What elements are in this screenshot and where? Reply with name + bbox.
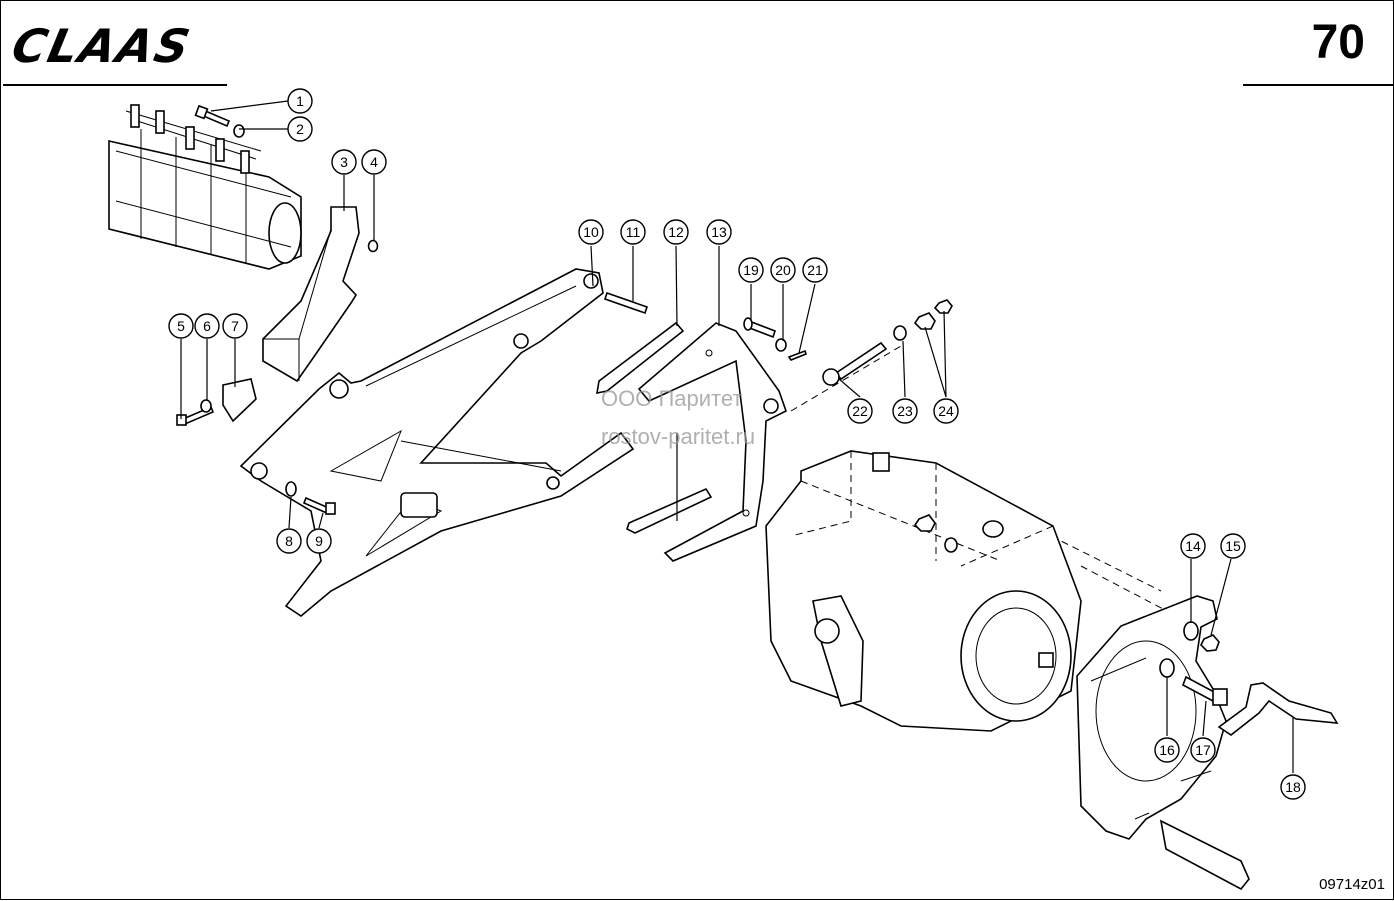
threaded-stud-icon: [603, 291, 649, 315]
svg-text:21: 21: [807, 262, 823, 278]
callout-12: 12: [663, 219, 689, 245]
callout-21: 21: [802, 257, 828, 283]
bolt-icon: [302, 496, 336, 516]
svg-text:4: 4: [370, 154, 378, 170]
callout-14: 14: [1180, 533, 1206, 559]
lever-icon: [1217, 682, 1339, 736]
washer-icon: [285, 481, 297, 497]
callout-23: 23: [892, 398, 918, 424]
pin-icon: [743, 317, 777, 339]
bolt-icon: [1182, 675, 1228, 706]
svg-text:9: 9: [315, 533, 323, 549]
svg-text:14: 14: [1185, 538, 1201, 554]
eye-bolt-icon: [822, 341, 888, 386]
callout-13: 13: [706, 219, 732, 245]
svg-text:13: 13: [711, 224, 727, 240]
svg-text:24: 24: [938, 403, 954, 419]
callout-1: 1: [287, 88, 313, 114]
svg-text:18: 18: [1285, 779, 1301, 795]
callout-10: 10: [578, 219, 604, 245]
svg-text:6: 6: [203, 318, 211, 334]
svg-text:8: 8: [285, 533, 293, 549]
callout-19: 19: [738, 257, 764, 283]
svg-text:7: 7: [231, 318, 239, 334]
hydraulic-pump-icon: [108, 104, 302, 270]
callout-7: 7: [222, 313, 248, 339]
callout-17: 17: [1190, 737, 1216, 763]
watermark-url: rostov-paritet.ru: [601, 424, 756, 449]
callout-9: 9: [306, 528, 332, 554]
bolt-icon: [194, 104, 231, 128]
svg-text:1: 1: [296, 93, 304, 109]
leader-lines: [180, 100, 1294, 773]
lever-icon: [596, 321, 713, 534]
callout-22: 22: [847, 398, 873, 424]
svg-text:12: 12: [668, 224, 684, 240]
svg-text:5: 5: [177, 318, 185, 334]
svg-text:2: 2: [296, 121, 304, 137]
assembly-guide-line: [790, 345, 902, 412]
callout-18: 18: [1280, 774, 1306, 800]
callout-5: 5: [168, 313, 194, 339]
drawing-code: 09714z01: [1319, 876, 1385, 893]
svg-text:23: 23: [897, 403, 913, 419]
gearbox-icon: [765, 450, 1082, 732]
washer-icon: [200, 399, 212, 413]
callout-16: 16: [1154, 737, 1180, 763]
cotter-pin-icon: [787, 349, 807, 361]
svg-text:3: 3: [340, 154, 348, 170]
assembly-guide-line: [1050, 535, 1162, 592]
callout-6: 6: [194, 313, 220, 339]
bracket-icon: [637, 322, 787, 562]
washer-icon: [1159, 658, 1175, 678]
washer-icon: [1183, 621, 1199, 641]
svg-text:20: 20: [775, 262, 791, 278]
bracket-icon: [262, 206, 360, 383]
support-arm-icon: [239, 268, 635, 617]
svg-text:10: 10: [583, 224, 599, 240]
svg-text:11: 11: [626, 224, 641, 240]
callout-3: 3: [331, 149, 357, 175]
nut-icon: [1200, 634, 1220, 652]
svg-text:19: 19: [743, 262, 759, 278]
callout-4: 4: [361, 149, 387, 175]
nut-icon: [913, 299, 953, 330]
callout-8: 8: [276, 528, 302, 554]
clip-icon: [222, 378, 257, 423]
callout-24: 24: [933, 398, 959, 424]
callout-15: 15: [1220, 533, 1246, 559]
svg-text:16: 16: [1159, 742, 1175, 758]
callout-20: 20: [770, 257, 796, 283]
page-number: 70: [1311, 16, 1365, 69]
washer-icon: [367, 239, 379, 253]
watermark-company: ООО Паритет: [601, 386, 743, 411]
svg-text:22: 22: [852, 403, 868, 419]
washer-icon: [233, 124, 245, 138]
svg-text:15: 15: [1225, 538, 1241, 554]
callout-2: 2: [287, 116, 313, 142]
washer-icon: [893, 325, 907, 341]
callout-11: 11: [620, 219, 646, 245]
washer-icon: [775, 338, 787, 352]
svg-text:17: 17: [1195, 742, 1211, 758]
